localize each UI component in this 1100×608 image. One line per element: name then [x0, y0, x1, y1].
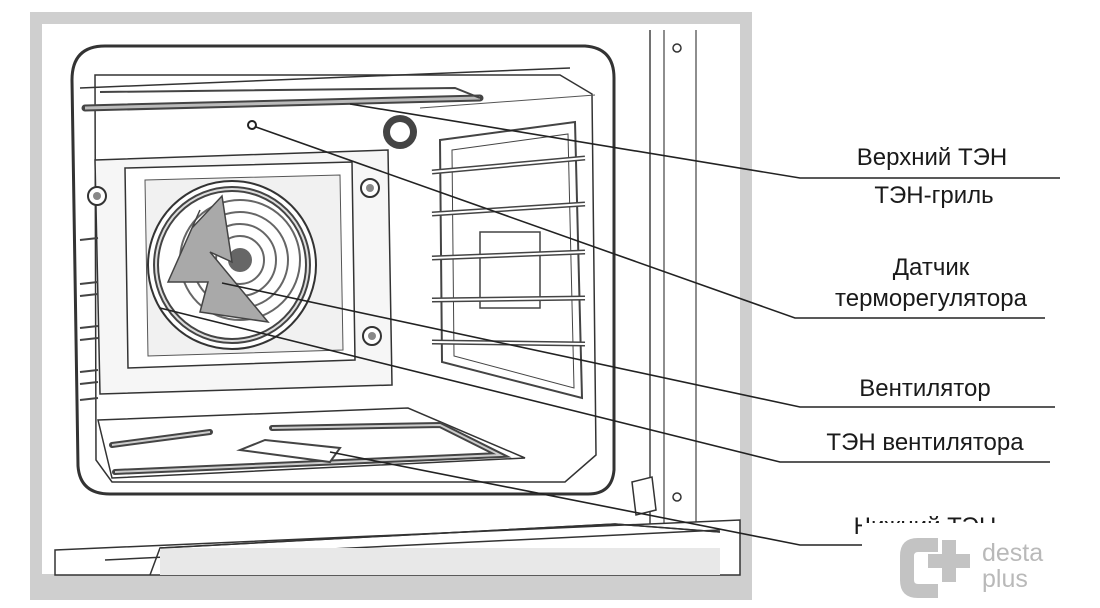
label-sensor-line1: Датчик [893, 254, 970, 281]
convection-fan [147, 180, 317, 350]
thermostat-sensor [247, 120, 257, 130]
label-fan: Вентилятор [859, 375, 990, 402]
leader-top-element [349, 103, 1060, 179]
leader-lines [159, 103, 1060, 546]
top-heating-element [81, 86, 484, 112]
left-rack-rails [79, 237, 99, 401]
leader-bottom-element [329, 451, 870, 546]
watermark-line2: plus [982, 565, 1028, 593]
watermark: desta plus [862, 523, 1067, 605]
oven-door [54, 519, 741, 576]
label-sensor-line2: терморегулятора [835, 285, 1028, 312]
desta-plus-logo-icon [900, 538, 970, 598]
leader-sensor [255, 126, 1045, 319]
leader-fan [221, 282, 1055, 408]
label-fan-element: ТЭН вентилятора [826, 429, 1024, 456]
oven-lamp [383, 115, 417, 149]
label-top-element: Верхний ТЭН [857, 144, 1007, 171]
watermark-line1: desta [982, 539, 1043, 567]
right-side-rack [431, 120, 586, 400]
leader-fan-element [159, 307, 1050, 463]
bottom-heating-element [97, 407, 526, 479]
label-grill-element: ТЭН-гриль [874, 182, 993, 209]
